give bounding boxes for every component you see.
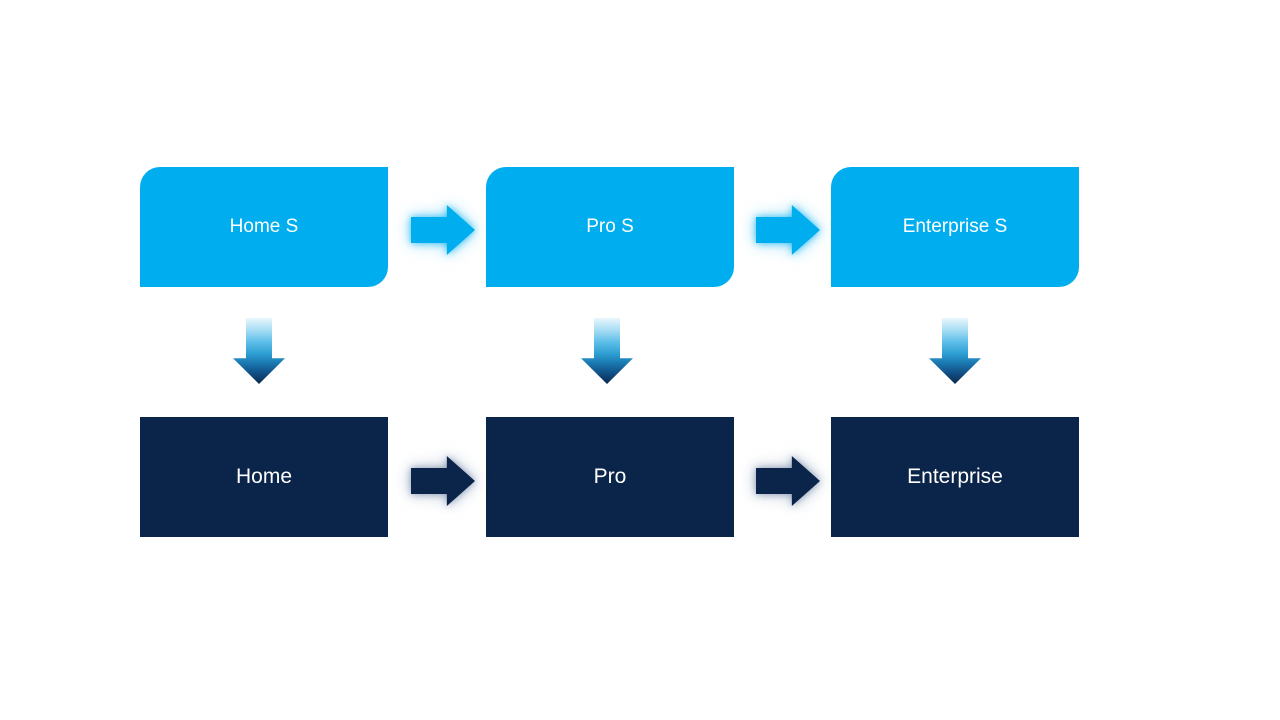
right-arrow-icon: [411, 205, 475, 255]
node-pro-s: Pro S: [486, 167, 734, 287]
right-arrow-shape: [411, 205, 475, 255]
node-label: Pro: [593, 465, 627, 488]
node-label: Home: [235, 465, 293, 488]
down-arrow-icon: [581, 318, 633, 384]
node-pro: Pro: [486, 417, 734, 537]
right-arrow-icon: [756, 205, 820, 255]
node-label: Home S: [229, 216, 299, 237]
right-arrow-icon: [411, 456, 475, 506]
node-label: Pro S: [586, 216, 634, 237]
down-arrow-shape: [929, 318, 981, 384]
right-arrow-icon: [756, 456, 820, 506]
node-home: Home: [140, 417, 388, 537]
node-enterprise: Enterprise: [831, 417, 1079, 537]
right-arrow-shape: [756, 456, 820, 506]
node-home-s: Home S: [140, 167, 388, 287]
down-arrow-shape: [581, 318, 633, 384]
down-arrow-icon: [929, 318, 981, 384]
node-label: Enterprise S: [902, 216, 1008, 237]
down-arrow-shape: [233, 318, 285, 384]
down-arrow-icon: [233, 318, 285, 384]
right-arrow-shape: [411, 456, 475, 506]
right-arrow-shape: [756, 205, 820, 255]
node-enterprise-s: Enterprise S: [831, 167, 1079, 287]
node-label: Enterprise: [907, 465, 1003, 488]
